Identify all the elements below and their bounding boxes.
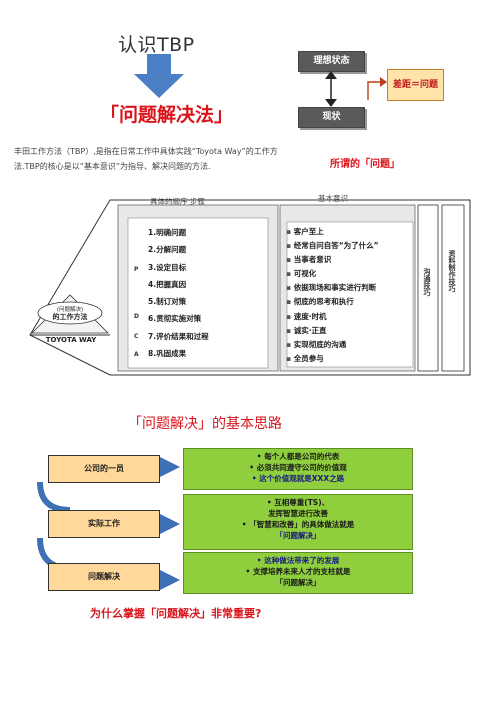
- ideal-state-box: 理想状态: [298, 51, 365, 72]
- thinking-line: 发挥智慧进行改善: [268, 509, 328, 518]
- thinking-line: 互相尊重(TS)、: [184, 497, 412, 508]
- basic-item: 实现彻底的沟通: [286, 338, 416, 352]
- flow-connectors: [37, 456, 180, 590]
- importance-question: 为什么掌握「问题解决」非常重要?: [90, 607, 262, 620]
- double-arrow-icon: [325, 71, 337, 107]
- step-item: 1.明确问题: [148, 228, 187, 237]
- thinking-row-1-content: 每个人都是公司的代表 必须共同遵守公司的价值观 这个价值观就是XXX之路: [183, 448, 413, 490]
- basics-header: 基本意识: [318, 194, 348, 203]
- thinking-line: 支撑培养未来人才的支柱就是: [184, 566, 412, 577]
- pdca-d: D: [134, 313, 139, 320]
- tbp-description: 丰田工作方法（TBP）,是指在日常工作中具体实践“Toyota Way”的工作方…: [14, 147, 278, 171]
- page-title: 认识TBP: [118, 34, 195, 56]
- basic-item: 可视化: [286, 267, 416, 281]
- pdca-c: C: [134, 333, 139, 340]
- left-label-1: (问题解决): [56, 307, 84, 313]
- basics-list: 客户至上 经常自问自答“为了什么” 当事者意识 可视化 依据现场和事实进行判断 …: [286, 225, 416, 366]
- pdca-a: A: [134, 351, 139, 358]
- basic-item: 诚实·正直: [286, 324, 416, 338]
- thinking-line: 「问题解决」: [275, 531, 321, 540]
- basic-item: 彻底的思考和执行: [286, 295, 416, 309]
- thinking-line: 这个价值观就是XXX之路: [184, 473, 412, 484]
- pdca-p: P: [134, 266, 139, 273]
- basic-item: 经常自问自答“为了什么”: [286, 239, 416, 253]
- basic-item: 速度·时机: [286, 310, 416, 324]
- steps-header: 具体的顺序 步骤: [150, 197, 205, 206]
- thinking-row-2-label: 实际工作: [48, 510, 160, 538]
- basic-item: 客户至上: [286, 225, 416, 239]
- thinking-line: 这种做法带来了的发展: [184, 555, 412, 566]
- step-item: 6.贯彻实施对策: [148, 314, 202, 324]
- step-item: 7.评价结果和过程: [148, 331, 209, 341]
- thinking-row-1-label: 公司的一员: [48, 455, 160, 483]
- toyota-way-label: TOYOTA WAY: [45, 336, 97, 344]
- step-item: 2.分解问题: [148, 245, 187, 255]
- basic-item: 当事者意识: [286, 253, 416, 267]
- problem-definition-label: 所谓的「问题」: [330, 159, 400, 170]
- step-item: 5.制订对策: [148, 297, 187, 307]
- thinking-line: 「智慧和改善」的具体做法就是: [184, 519, 412, 530]
- basic-item: 依据现场和事实进行判断: [286, 281, 416, 295]
- left-label-2: 的工作方法: [52, 313, 88, 321]
- step-item: 4.把握真因: [148, 279, 187, 289]
- thinking-line: 每个人都是公司的代表: [184, 451, 412, 462]
- thinking-line: 「问题解决」: [275, 578, 321, 587]
- method-title: 「问题解决法」: [100, 104, 234, 126]
- step-item: 8.巩固成果: [148, 349, 187, 359]
- basic-item: 全员参与: [286, 352, 416, 366]
- gap-equals-problem-box: 差距＝问题: [387, 69, 444, 101]
- thinking-row-3-label: 问题解决: [48, 563, 160, 591]
- thinking-row-2-content: 互相尊重(TS)、 发挥智慧进行改善 「智慧和改善」的具体做法就是 「问题解决」: [183, 494, 413, 550]
- thinking-line: 必须共同遵守公司的价值观: [184, 462, 412, 473]
- down-arrow-icon: [134, 54, 184, 98]
- thinking-title: 「问题解决」的基本思路: [128, 416, 282, 432]
- communication-skills-column: 沟通技巧: [423, 268, 431, 296]
- steps-list: 1.明确问题 2.分解问题 3.设定目标 4.把握真因 5.制订对策 6.贯彻实…: [148, 224, 268, 362]
- pointer-arrow-icon: [367, 77, 387, 100]
- document-skills-column: 资料制作技巧: [448, 250, 456, 292]
- step-item: 3.设定目标: [148, 262, 187, 272]
- current-state-box: 现状: [298, 107, 365, 128]
- thinking-row-3-content: 这种做法带来了的发展 支撑培养未来人才的支柱就是 「问题解决」: [183, 552, 413, 594]
